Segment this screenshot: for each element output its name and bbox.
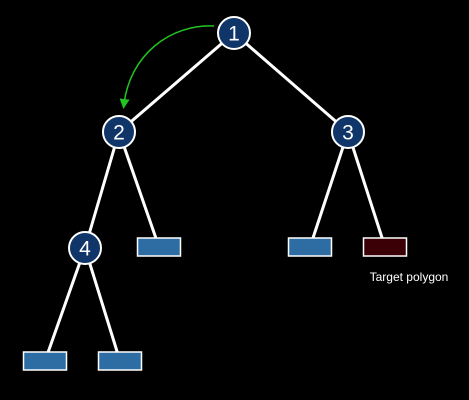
tree-edge [43,246,87,363]
node-label: 4 [79,238,91,261]
tree-edge [346,130,387,249]
target-polygon-leaf [362,237,408,257]
polygon-leaf [287,237,333,257]
tree-node-3: 3 [331,115,365,149]
tree-leaves: Target polygon [22,237,449,371]
polygon-leaf [97,351,143,371]
polygon-leaf [136,237,182,257]
tree-edge [232,31,350,134]
node-circle [331,115,365,149]
node-circle [68,231,102,265]
tree-nodes: 1 2 3 4 [68,16,365,265]
tree-edge [83,130,121,250]
tree-edge [83,246,122,363]
tree-node-4: 4 [68,231,102,265]
tree-edges [43,31,387,363]
node-label: 1 [228,23,240,46]
tree-edge [308,130,350,249]
node-label: 2 [113,122,125,145]
tree-edge [117,130,161,249]
tree-node-2: 2 [102,115,136,149]
node-label: 3 [342,122,354,145]
tree-edge [117,31,236,134]
node-circle [102,115,136,149]
node-circle [217,16,251,50]
polygon-leaf [22,351,68,371]
target-polygon-label: Target polygon [370,270,449,284]
tree-node-1: 1 [217,16,251,50]
traversal-arrow [119,25,215,109]
